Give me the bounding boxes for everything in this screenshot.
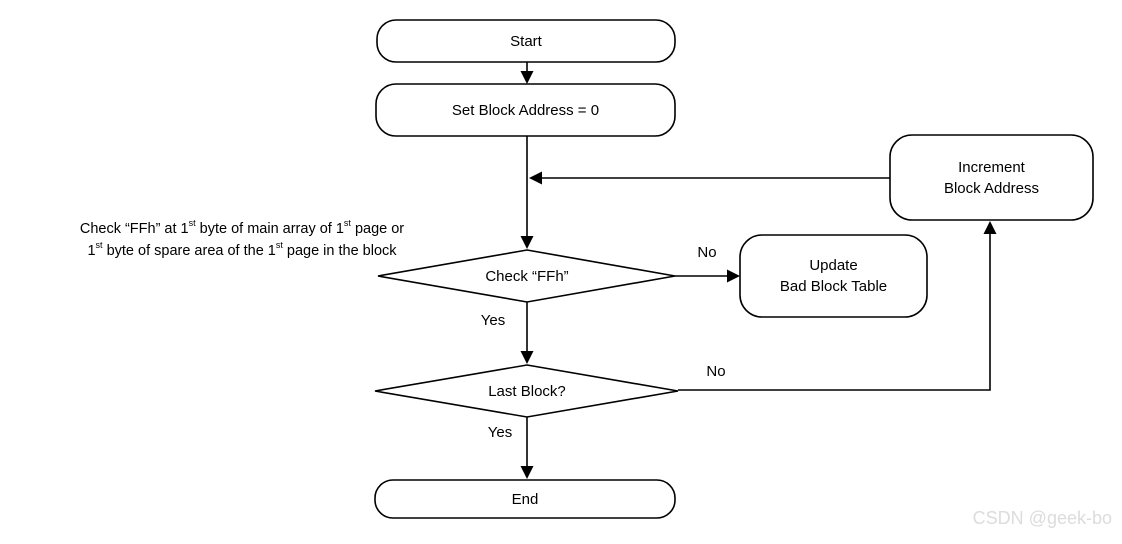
superscript-st: st — [188, 218, 196, 229]
last-block-no-edge-label: No — [706, 363, 726, 380]
update-bad-block-table-node-label: Update Bad Block Table — [740, 235, 927, 317]
check-ffh-annotation-note: Check “FFh” at 1st byte of main array of… — [24, 219, 460, 262]
start-node-shape — [376, 19, 676, 63]
end-node-shape — [374, 479, 676, 519]
update-label-line-2: Bad Block Table — [779, 278, 888, 295]
annotation-line-1: Check “FFh” at 1st byte of main array of… — [79, 218, 405, 237]
last-block-decision-label: Last Block? — [488, 382, 566, 400]
arrowhead-into-last-block — [520, 351, 534, 364]
csdn-watermark: CSDN @geek-bo — [972, 508, 1112, 528]
check-ffh-yes-edge-label: Yes — [480, 312, 506, 329]
end-node-label: End — [511, 490, 539, 508]
check-ffh-no-edge-label: No — [697, 244, 717, 261]
arrowhead-into-main-line — [529, 171, 542, 185]
last-block-yes-edge-label: Yes — [487, 424, 513, 441]
increment-label-line-2: Block Address — [943, 179, 1040, 197]
increment-block-address-node-label: Increment Block Address — [890, 135, 1093, 220]
check-ffh-decision-label: Check “FFh” — [485, 267, 569, 285]
superscript-st: st — [95, 239, 103, 250]
start-node-label: Start — [510, 32, 542, 50]
update-label-line-1: Update — [809, 257, 858, 274]
set-block-address-node-label: Set Block Address = 0 — [451, 101, 600, 119]
arrowhead-into-increment-block-address — [983, 221, 997, 234]
set-block-address-node-shape — [375, 83, 676, 137]
arrowhead-into-end — [520, 466, 534, 479]
arrowhead-into-check-ffh — [520, 236, 534, 249]
edge-last-block-no-to-increment — [678, 234, 991, 391]
superscript-st: st — [275, 239, 283, 250]
arrowhead-into-update-bad-block-table — [727, 269, 740, 283]
arrowhead-into-set-block-address — [520, 71, 534, 84]
increment-label-line-1: Increment — [958, 158, 1025, 176]
annotation-line-2: 1st byte of spare area of the 1st page i… — [87, 239, 397, 259]
superscript-st: st — [343, 218, 351, 229]
